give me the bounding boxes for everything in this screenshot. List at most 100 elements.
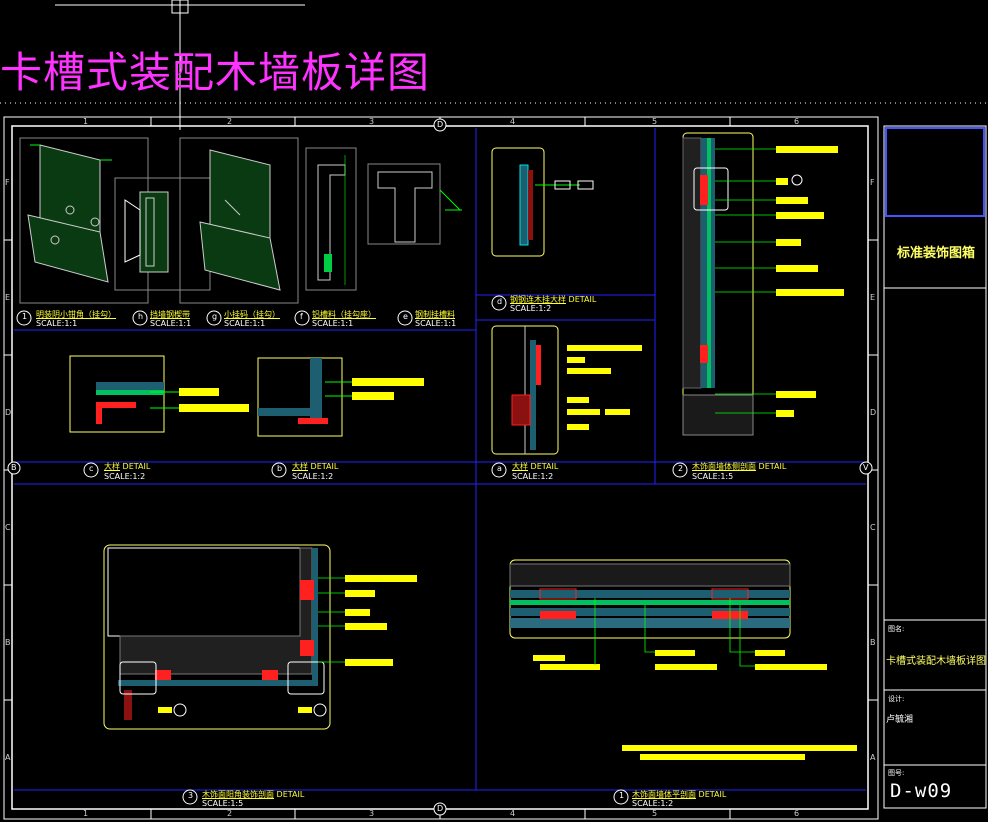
detail-suffix: DETAIL (530, 462, 559, 471)
panel-detail-b (257, 357, 424, 437)
detail-title-e: 钢制挂槽料 (415, 309, 455, 320)
grid-row-c-right: C (870, 523, 876, 532)
grid-bubbles (7, 118, 873, 816)
panel-borders (14, 128, 866, 791)
detail-title-1: 明装阴小钳角（挂勾） (36, 309, 116, 320)
detail-mark-2: 2 (678, 464, 684, 473)
detail-name: 小挂码（挂勾） (224, 310, 280, 319)
detail-name: 铝槽料（挂勾座） (312, 310, 376, 319)
grid-col-1-bottom: 1 (83, 809, 89, 818)
detail-title-d: 钢钢连木挂大样 DETAIL (510, 294, 596, 305)
detail-scale-d: SCALE:1:2 (510, 304, 552, 313)
grid-col-5: 5 (652, 117, 658, 126)
detail-suffix: DETAIL (758, 462, 787, 471)
detail-name: 木饰面墙体侧剖面 (692, 462, 756, 471)
detail-mark-h: h (138, 312, 144, 321)
grid-col-6: 6 (794, 117, 800, 126)
sheet-title: 卡槽式装配木墙板详图 (0, 48, 431, 97)
title-block-drawing-number: D-w09 (890, 780, 953, 802)
grid-col-3: 3 (369, 117, 375, 126)
panel-plan-section (509, 559, 857, 760)
detail-scale-a: SCALE:1:2 (512, 472, 554, 481)
detail-suffix: DETAIL (310, 462, 339, 471)
grid-bubble-right: V (863, 463, 869, 472)
grid-row-d: D (5, 408, 12, 417)
detail-title-f: 铝槽料（挂勾座） (312, 309, 376, 320)
title-block-label-no: 图号: (888, 769, 905, 777)
detail-name: 大样 (512, 462, 528, 471)
grid-row-c: C (5, 523, 11, 532)
detail-title-h: 挡墙钢楔带 (150, 309, 190, 320)
detail-mark-circles (16, 295, 688, 805)
detail-name: 明装阴小钳角（挂勾） (36, 310, 116, 319)
panel-corner-section (103, 544, 417, 730)
title-block-label-name: 图名: (888, 625, 905, 633)
title-block-drawing-name: 卡槽式装配木墙板详图 (886, 656, 986, 667)
detail-name: 大样 (104, 462, 120, 471)
detail-scale-f: SCALE:1:1 (312, 319, 354, 328)
detail-title-2: 木饰面墙体侧剖面 DETAIL (692, 461, 786, 472)
detail-name: 大样 (292, 462, 308, 471)
detail-mark-1: 1 (22, 312, 28, 321)
title-block-header: 标准装饰图箱 (896, 246, 975, 261)
detail-mark-b: b (277, 464, 283, 473)
detail-scale-e: SCALE:1:1 (415, 319, 457, 328)
cad-crosshair-cursor (55, 0, 305, 130)
detail-mark-f: f (300, 312, 303, 321)
grid-row-e-right: E (870, 293, 876, 302)
detail-title-3: 木饰面阳角装饰剖面 DETAIL (202, 789, 304, 800)
detail-title-plan: 木饰面墙体平剖面 DETAIL (632, 789, 726, 800)
detail-name: 钢制挂槽料 (415, 310, 455, 319)
grid-row-f-right: F (870, 178, 875, 187)
grid-col-1: 1 (83, 117, 89, 126)
grid-row-b-right: B (870, 638, 876, 647)
grid-row-e: E (5, 293, 11, 302)
title-block (883, 125, 987, 809)
detail-name: 木饰面阳角装饰剖面 (202, 790, 274, 799)
grid-row-b: B (5, 638, 11, 647)
detail-title-b: 大样 DETAIL (292, 461, 338, 472)
grid-col-3-bottom: 3 (369, 809, 375, 818)
detail-name: 木饰面墙体平剖面 (632, 790, 696, 799)
detail-suffix: DETAIL (568, 295, 597, 304)
detail-name: 挡墙钢楔带 (150, 310, 190, 319)
detail-scale-2: SCALE:1:5 (692, 472, 734, 481)
title-block-author: 卢毓湘 (886, 715, 914, 725)
detail-scale-1: SCALE:1:1 (36, 319, 78, 328)
detail-mark-3: 3 (188, 791, 194, 800)
detail-scale-c: SCALE:1:2 (104, 472, 146, 481)
detail-scale-g: SCALE:1:1 (224, 319, 266, 328)
detail-suffix: DETAIL (122, 462, 151, 471)
detail-title-a: 大样 DETAIL (512, 461, 558, 472)
grid-col-2-bottom: 2 (227, 809, 233, 818)
detail-mark-a: a (497, 464, 502, 473)
grid-bubble-top: D (437, 120, 444, 129)
grid-col-5-bottom: 5 (652, 809, 658, 818)
detail-suffix: DETAIL (276, 790, 305, 799)
detail-title-g: 小挂码（挂勾） (224, 309, 280, 320)
grid-row-d-right: D (870, 408, 877, 417)
grid-bubble-bottom: D (437, 804, 444, 813)
grid-col-4: 4 (510, 117, 516, 126)
panel-detail-d (491, 147, 594, 257)
grid-col-2: 2 (227, 117, 233, 126)
sheet-frame-outer (3, 116, 879, 820)
grid-row-a: A (5, 753, 11, 762)
grid-col-4-bottom: 4 (510, 809, 516, 818)
detail-scale-3: SCALE:1:5 (202, 799, 244, 808)
detail-scale-b: SCALE:1:2 (292, 472, 334, 481)
detail-mark-g: g (212, 312, 218, 321)
detail-name: 钢钢连木挂大样 (510, 295, 566, 304)
panel-wall-side-section (682, 132, 844, 436)
detail-suffix: DETAIL (698, 790, 727, 799)
panel-profile-details (19, 137, 462, 304)
grid-row-f: F (5, 178, 10, 187)
panel-detail-a (491, 325, 642, 455)
detail-scale-plan: SCALE:1:2 (632, 799, 674, 808)
detail-mark-e: e (403, 312, 408, 321)
grid-col-6-bottom: 6 (794, 809, 800, 818)
detail-mark-d: d (497, 297, 503, 306)
detail-title-c: 大样 DETAIL (104, 461, 150, 472)
detail-mark-plan: 1 (619, 791, 625, 800)
